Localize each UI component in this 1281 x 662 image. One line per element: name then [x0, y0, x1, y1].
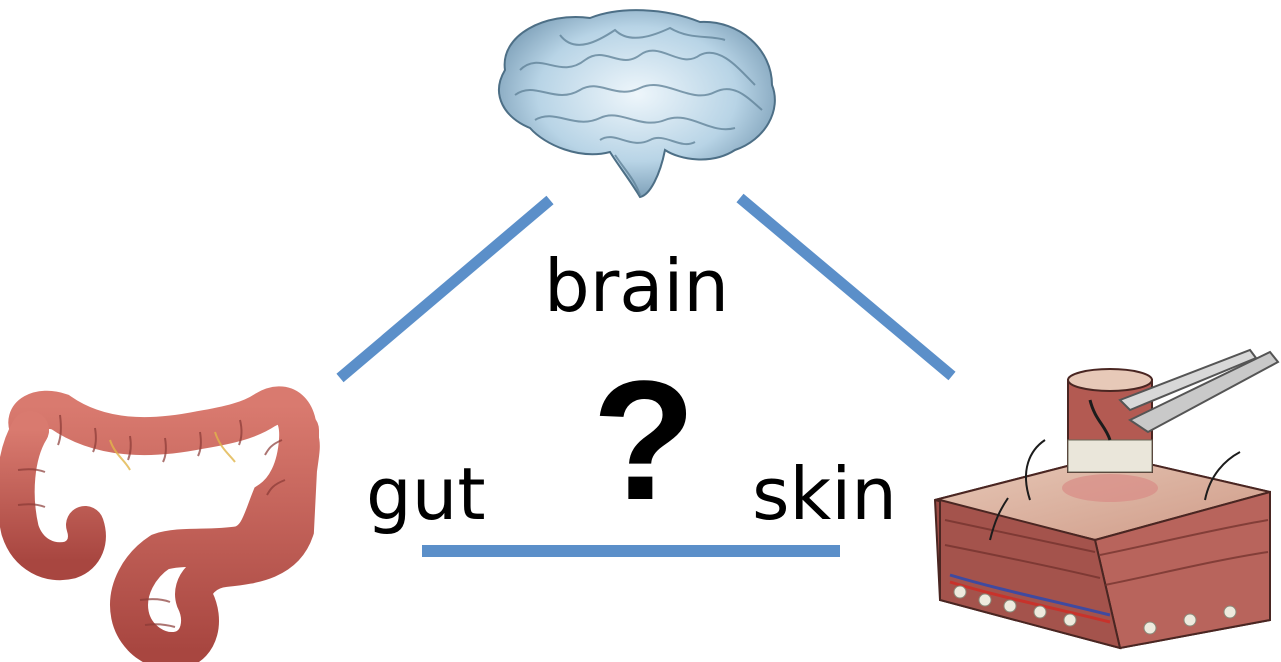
connector-brain-skin — [740, 198, 952, 376]
skin-label: skin — [752, 458, 897, 530]
connector-brain-gut — [340, 200, 550, 378]
brain-label: brain — [544, 250, 729, 322]
question-mark: ? — [592, 356, 696, 526]
gut-label: gut — [366, 458, 486, 530]
brain-icon — [499, 10, 775, 197]
skin-biopsy-icon — [935, 350, 1278, 648]
colon-icon — [16, 405, 301, 651]
